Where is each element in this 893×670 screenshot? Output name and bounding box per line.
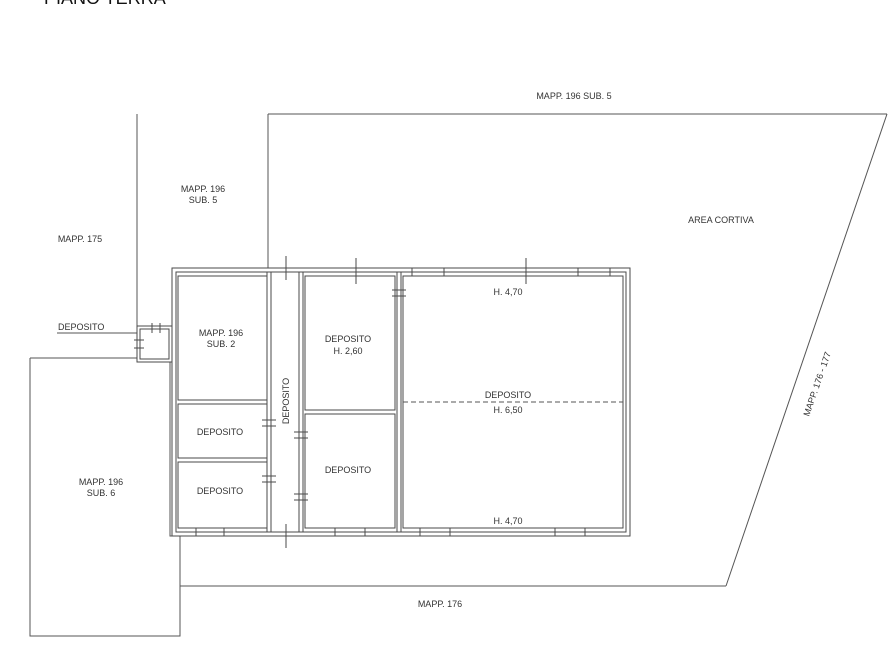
label-mapp196-sub6-1: MAPP. 196 (79, 477, 123, 487)
label-deposito-small-2: DEPOSITO (197, 486, 243, 496)
room-deposito-mid (304, 275, 396, 411)
window-bottom-1 (334, 527, 366, 537)
label-mapp196-sub5-top: MAPP. 196 SUB. 5 (536, 91, 611, 101)
label-deposito-corridor: DEPOSITO (281, 378, 291, 424)
window-bottom-4 (195, 527, 225, 537)
label-h-top: H. 4,70 (493, 287, 522, 297)
label-deposito-mid-2: H. 2,60 (333, 346, 362, 356)
building (171, 256, 631, 548)
label-deposito-outside: DEPOSITO (58, 322, 104, 332)
label-mapp176-bottom: MAPP. 176 (418, 599, 462, 609)
boundary-diagonal (725, 113, 888, 587)
window-bottom-2 (419, 527, 451, 537)
label-room-mapp196-1: MAPP. 196 (199, 328, 243, 338)
page-title: PIANO TERRA (44, 0, 166, 8)
small-deposito-box (134, 323, 173, 363)
label-mapp175: MAPP. 175 (58, 234, 102, 244)
window-top-1 (411, 267, 445, 277)
label-mapp196-left-2: SUB. 5 (189, 195, 218, 205)
label-room-mapp196-2: SUB. 2 (207, 339, 236, 349)
labels: MAPP. 196 SUB. 5 MAPP. 196 SUB. 5 MAPP. … (58, 91, 833, 609)
room-mapp196-sub2 (177, 275, 268, 401)
label-deposito-mid-1: DEPOSITO (325, 334, 371, 344)
label-area-cortiva: AREA CORTIVA (688, 215, 754, 225)
label-deposito-small-1: DEPOSITO (197, 427, 243, 437)
label-h-bottom: H. 4,70 (493, 516, 522, 526)
window-top-2 (577, 267, 611, 277)
building-outer-wall (171, 267, 631, 537)
window-bottom-3 (554, 527, 586, 537)
label-mapp196-left-1: MAPP. 196 (181, 184, 225, 194)
label-deposito-big-2: H. 6,50 (493, 405, 522, 415)
label-deposito-mid-lower: DEPOSITO (325, 465, 371, 475)
label-mapp196-sub6-2: SUB. 6 (87, 488, 116, 498)
label-mapp176-177: MAPP. 176 - 177 (801, 351, 832, 418)
label-deposito-big-1: DEPOSITO (485, 390, 531, 400)
